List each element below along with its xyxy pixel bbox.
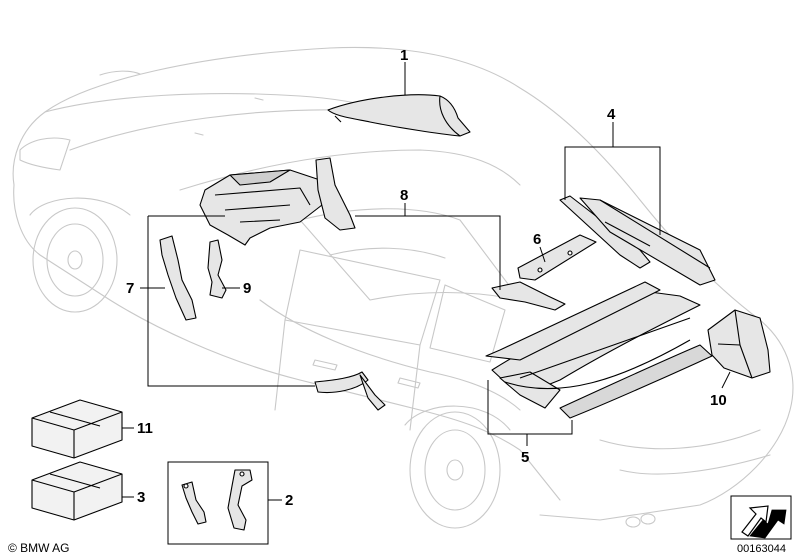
callout-10: 10: [710, 392, 727, 409]
arrow-icon: [730, 495, 792, 540]
leader-lines: [122, 62, 731, 501]
callout-9: 9: [243, 280, 251, 297]
callout-2: 2: [285, 492, 293, 509]
copyright-text: © BMW AG: [8, 541, 70, 555]
diagram-number: 00163044: [737, 543, 786, 555]
callout-labels: 1 4 8 6 7 9 10 5 11 3 2: [126, 47, 727, 509]
callout-8: 8: [400, 187, 408, 204]
part-6-trim-panel: [517, 234, 597, 281]
callout-4: 4: [607, 106, 616, 123]
part-5-parcel-shelf: [485, 281, 713, 419]
part-floor-insulation: [199, 169, 323, 246]
part-10-trunk-trim: [707, 309, 771, 379]
part-8-pillar-trim: [315, 157, 356, 231]
part-11-box: [31, 399, 123, 459]
part-2-brackets: [167, 461, 269, 545]
callout-6: 6: [533, 231, 541, 248]
part-7-pillar-trim: [159, 235, 197, 321]
part-8-trim-clip: [491, 281, 566, 311]
callout-7: 7: [126, 280, 134, 297]
callout-5: 5: [521, 449, 529, 466]
part-1-trim-panel: [327, 94, 471, 137]
callout-1: 1: [400, 47, 408, 64]
part-9-bracket: [207, 239, 227, 299]
part-4-rails: [559, 195, 716, 286]
part-8-sill-strip: [314, 371, 386, 411]
callout-11: 11: [137, 420, 153, 437]
callout-3: 3: [137, 489, 145, 506]
part-3-box: [31, 461, 123, 521]
